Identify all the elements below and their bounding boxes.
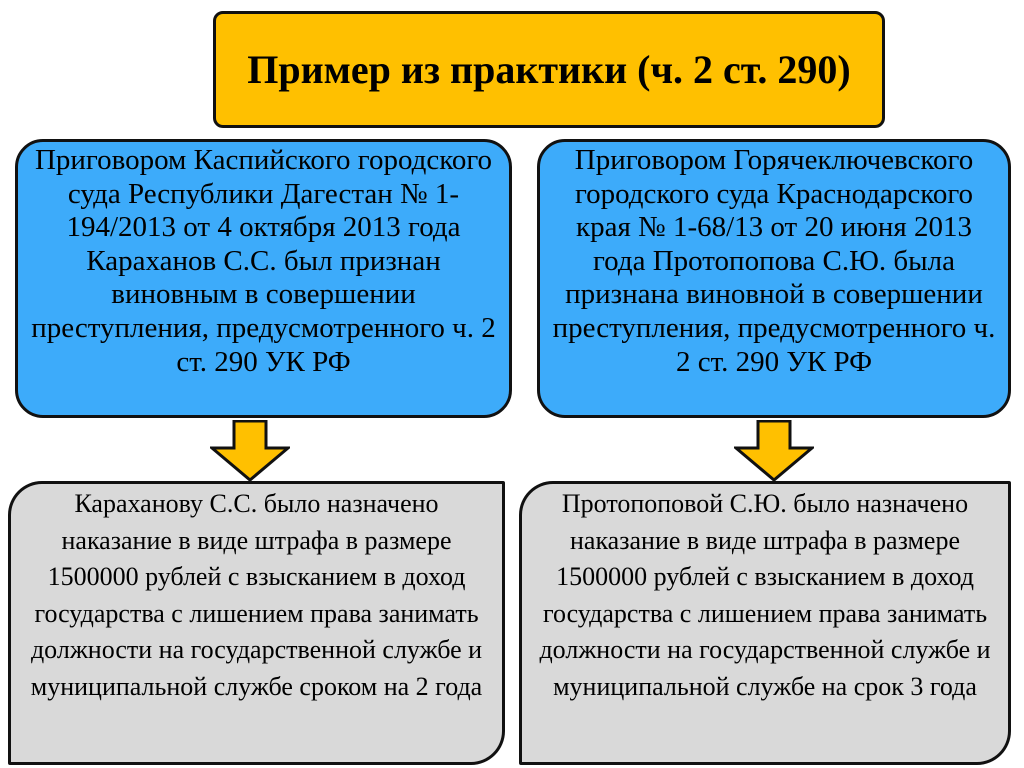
verdict-box-right: Приговором Горячеключевского городского … — [537, 139, 1011, 418]
page-title: Пример из практики (ч. 2 ст. 290) — [247, 46, 851, 92]
down-arrow-icon-left — [210, 420, 290, 482]
punishment-box-left: Караханову С.С. было назначено наказание… — [8, 481, 505, 765]
title-box: Пример из практики (ч. 2 ст. 290) — [213, 11, 885, 128]
verdict-text-left: Приговором Каспийского городского суда Р… — [31, 144, 496, 378]
punishment-text-left: Караханову С.С. было назначено наказание… — [30, 489, 483, 701]
down-arrow-icon-right — [734, 420, 814, 482]
punishment-text-right: Протопоповой С.Ю. было назначено наказан… — [539, 489, 991, 701]
verdict-box-left: Приговором Каспийского городского суда Р… — [15, 139, 512, 418]
punishment-box-right: Протопоповой С.Ю. было назначено наказан… — [519, 481, 1011, 765]
verdict-text-right: Приговором Горячеключевского городского … — [552, 144, 996, 378]
